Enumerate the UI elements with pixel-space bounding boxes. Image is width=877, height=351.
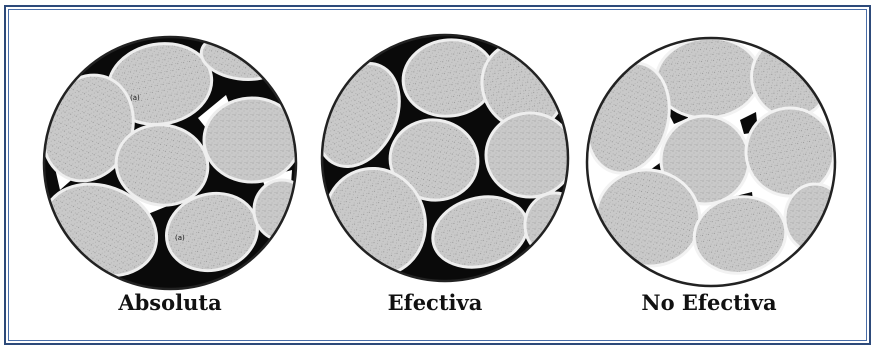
grains-efectiva bbox=[301, 28, 585, 290]
caption-no-efectiva: No Efectiva bbox=[641, 290, 776, 315]
pore-label-lower: (a) bbox=[175, 234, 185, 242]
caption-efectiva: Efectiva bbox=[388, 290, 483, 315]
panel-absoluta: (a) (a) bbox=[28, 30, 310, 292]
panel-no-efectiva bbox=[575, 26, 845, 286]
caption-absoluta: Absoluta bbox=[118, 290, 221, 315]
pore-label-upper: (a) bbox=[130, 94, 140, 102]
panel-efectiva bbox=[301, 28, 585, 290]
